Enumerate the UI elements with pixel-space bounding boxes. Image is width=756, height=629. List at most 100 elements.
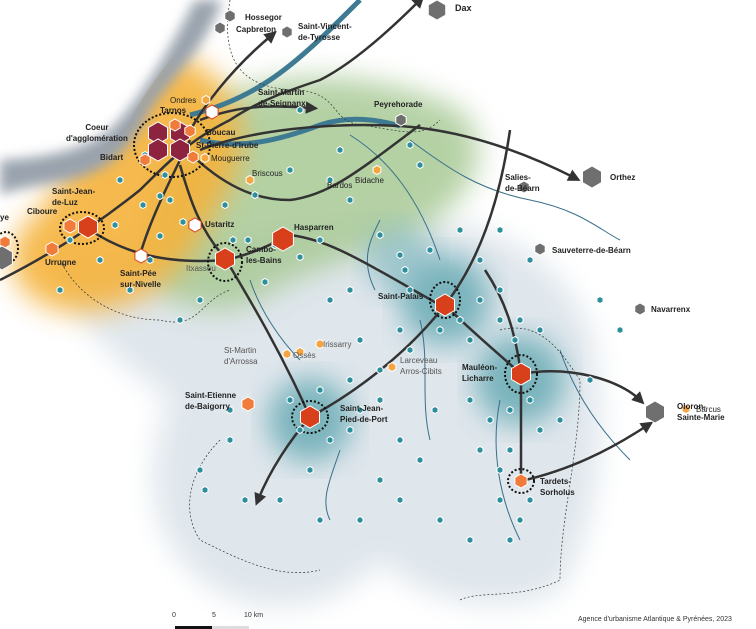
village-dot: [156, 231, 164, 241]
secondary-hub-hex: [241, 396, 255, 412]
background-zones: [0, 0, 600, 607]
external-town-hex: [634, 302, 646, 316]
label-ustaritz: Ustaritz: [205, 220, 235, 229]
label-saint-pee-sur-nivelle: Saint-Pée sur-Nivelle: [120, 269, 161, 289]
label-barcus: Barcus: [696, 405, 721, 414]
label-peyrehorade: Peyrehorade: [374, 100, 423, 109]
village-dot: [466, 395, 474, 405]
secondary-hub-hex: [187, 150, 199, 164]
village-dot: [346, 285, 354, 295]
village-dot: [296, 252, 304, 262]
external-town-hex: [395, 113, 407, 127]
hub-hex: [215, 247, 235, 271]
village-dot: [516, 515, 524, 525]
local-centre-hex: [315, 338, 325, 350]
village-dot: [116, 175, 124, 185]
village-dot: [526, 255, 534, 265]
village-dot: [111, 220, 119, 230]
label-briscous: Briscous: [252, 169, 283, 178]
village-dot: [396, 325, 404, 335]
village-dot: [396, 495, 404, 505]
village-dot: [276, 495, 284, 505]
village-dot: [466, 535, 474, 545]
planned-hub-hex: [188, 217, 202, 233]
secondary-hub-hex: [514, 473, 528, 489]
local-centre-hex: [387, 361, 397, 373]
axis-orthez: [199, 123, 581, 181]
label-orthez: Orthez: [610, 173, 636, 182]
village-dot: [586, 375, 594, 385]
label-dax: Dax: [455, 3, 472, 13]
hub-hexagons: [0, 0, 691, 489]
label-saint-jean-de-luz: Saint-Jean- de-Luz: [52, 187, 96, 207]
village-dot: [456, 225, 464, 235]
label-hasparren: Hasparren: [294, 223, 334, 232]
village-dot: [406, 140, 414, 150]
village-dot: [406, 345, 414, 355]
village-dot: [476, 295, 484, 305]
village-dot: [376, 365, 384, 375]
village-dot: [241, 495, 249, 505]
village-dot: [156, 191, 164, 201]
hub-hex: [511, 362, 531, 386]
label-saint-jean-pied-de-port: Saint-Jean- Pied-de-Port: [340, 404, 388, 424]
local-centre-hex: [372, 164, 382, 176]
label-mauleon-licharre: Mauléon- Licharre: [462, 363, 498, 383]
label-tarnos: Tarnos: [160, 106, 187, 115]
agglomeration-hex: [170, 138, 190, 162]
village-dot: [356, 405, 364, 415]
village-dot: [226, 405, 234, 415]
village-dot: [306, 465, 314, 475]
village-dot: [326, 435, 334, 445]
label-itxassou: Itxassou: [186, 264, 216, 273]
external-town-hex: [582, 165, 602, 189]
village-dot: [506, 445, 514, 455]
village-dot: [496, 315, 504, 325]
village-dot: [196, 465, 204, 475]
label-urrugne: Urrugne: [45, 258, 77, 267]
village-dot: [286, 395, 294, 405]
village-dot: [56, 285, 64, 295]
planned-hub-hex: [134, 248, 148, 264]
label-ciboure: Ciboure: [27, 207, 58, 216]
village-dot: [336, 145, 344, 155]
label-capbreton: Capbreton: [236, 25, 276, 34]
planned-hub-hex: [205, 104, 219, 120]
local-centre-hex: [200, 152, 210, 164]
label-saint-vincent: Saint-Vincent- de-Tyrosse: [298, 22, 352, 42]
scale-tick-10: 10 km: [244, 612, 264, 619]
village-dot: [286, 165, 294, 175]
village-dot: [296, 425, 304, 435]
village-dot: [396, 250, 404, 260]
village-dot: [436, 515, 444, 525]
village-dot: [456, 315, 464, 325]
village-dot: [536, 325, 544, 335]
village-dot: [416, 160, 424, 170]
label-bardos: Bardos: [327, 181, 353, 190]
village-dot: [226, 435, 234, 445]
village-dot: [486, 415, 494, 425]
label-mouguerre: Mouguerre: [211, 154, 250, 163]
secondary-hub-hex: [45, 241, 59, 257]
village-dot: [179, 217, 187, 227]
village-dot: [416, 455, 424, 465]
village-dot: [526, 495, 534, 505]
village-dot: [356, 335, 364, 345]
label-coeur-agglomeration: Coeur d'agglomération: [66, 123, 128, 143]
label-st-pierre-irube: St-Pierre-d'Irube: [196, 141, 259, 150]
local-centre-hex: [295, 346, 305, 358]
village-dot: [396, 435, 404, 445]
external-town-hex: [224, 9, 236, 23]
local-centre-hex: [282, 348, 292, 360]
village-dot: [251, 190, 259, 200]
village-dot: [526, 395, 534, 405]
village-dot: [436, 325, 444, 335]
village-dot: [376, 475, 384, 485]
urban-coast-zone: [12, 52, 242, 312]
external-town-hex: [0, 245, 13, 271]
external-town-hex: [214, 21, 226, 35]
local-centre-hex: [245, 174, 255, 186]
village-dot: [139, 200, 147, 210]
scale-bar: [175, 626, 249, 629]
label-saint-etienne-de-baigorry: Saint-Etienne de-Baigorry: [185, 391, 237, 411]
